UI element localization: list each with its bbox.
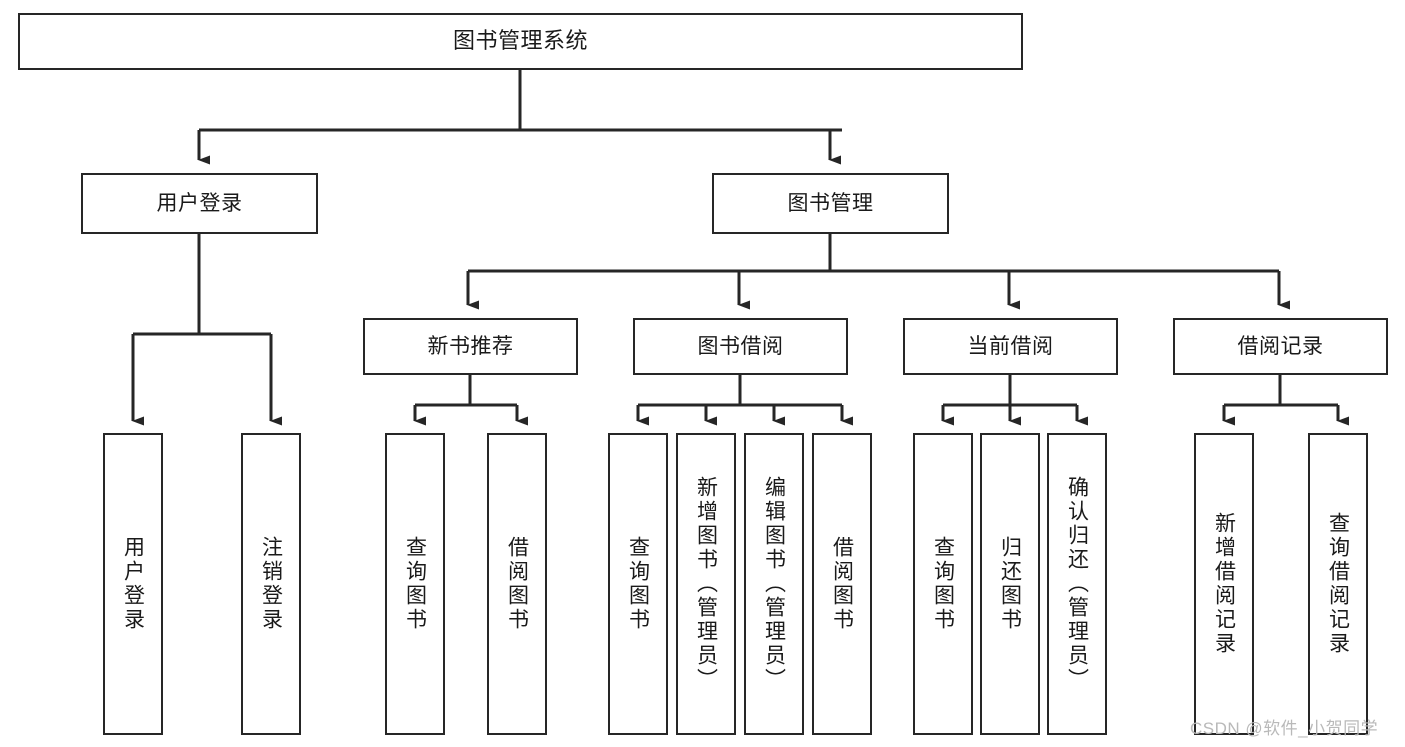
- leaf-query-book-recommend[interactable]: 查询图书: [385, 433, 445, 735]
- node-label: 用户登录: [121, 536, 145, 632]
- node-new-book-recommend[interactable]: 新书推荐: [363, 318, 578, 375]
- node-label: 图书借阅: [697, 334, 784, 358]
- node-label: 借阅图书: [830, 536, 854, 632]
- leaf-query-borrow-record[interactable]: 查询借阅记录: [1308, 433, 1368, 735]
- node-label: 确认归还（管理员）: [1065, 476, 1089, 692]
- node-label: 编辑图书（管理员）: [762, 476, 786, 692]
- node-current-borrow[interactable]: 当前借阅: [903, 318, 1118, 375]
- leaf-return-book[interactable]: 归还图书: [980, 433, 1040, 735]
- leaf-borrow-book[interactable]: 借阅图书: [812, 433, 872, 735]
- leaf-add-book[interactable]: 新增图书（管理员）: [676, 433, 736, 735]
- node-label: 新增图书（管理员）: [694, 476, 718, 692]
- node-borrow-record[interactable]: 借阅记录: [1173, 318, 1388, 375]
- leaf-borrow-book-recommend[interactable]: 借阅图书: [487, 433, 547, 735]
- leaf-query-book-current[interactable]: 查询图书: [913, 433, 973, 735]
- node-root-system[interactable]: 图书管理系统: [18, 13, 1023, 70]
- leaf-confirm-return[interactable]: 确认归还（管理员）: [1047, 433, 1107, 735]
- node-label: 查询借阅记录: [1326, 512, 1350, 656]
- leaf-add-borrow-record[interactable]: 新增借阅记录: [1194, 433, 1254, 735]
- node-label: 当前借阅: [967, 334, 1054, 358]
- leaf-edit-book[interactable]: 编辑图书（管理员）: [744, 433, 804, 735]
- node-label: 查询图书: [403, 536, 427, 632]
- node-book-management[interactable]: 图书管理: [712, 173, 949, 234]
- node-user-login[interactable]: 用户登录: [81, 173, 318, 234]
- node-label: 借阅图书: [505, 536, 529, 632]
- node-label: 查询图书: [931, 536, 955, 632]
- node-label: 新增借阅记录: [1212, 512, 1236, 656]
- node-label: 查询图书: [626, 536, 650, 632]
- leaf-user-login[interactable]: 用户登录: [103, 433, 163, 735]
- node-label: 注销登录: [259, 536, 283, 632]
- node-label: 归还图书: [998, 536, 1022, 632]
- node-book-borrow[interactable]: 图书借阅: [633, 318, 848, 375]
- leaf-user-logout[interactable]: 注销登录: [241, 433, 301, 735]
- node-label: 借阅记录: [1237, 334, 1324, 358]
- watermark-text: CSDN @软件_小贺同学: [1190, 719, 1379, 738]
- node-label: 图书管理: [787, 191, 874, 215]
- leaf-query-book-borrow[interactable]: 查询图书: [608, 433, 668, 735]
- node-label: 新书推荐: [427, 334, 514, 358]
- node-label: 图书管理系统: [452, 28, 588, 54]
- node-label: 用户登录: [156, 191, 243, 215]
